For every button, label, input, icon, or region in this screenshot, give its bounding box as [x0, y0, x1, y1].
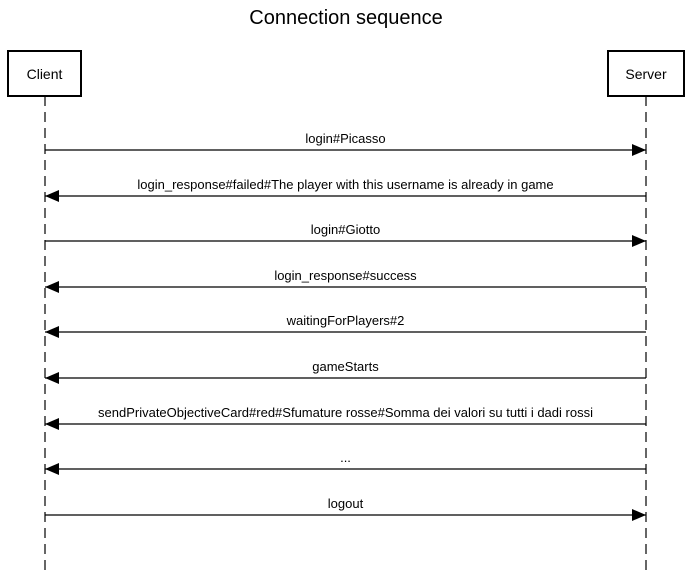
- diagram-title: Connection sequence: [249, 7, 442, 29]
- message-label: logout: [328, 496, 364, 511]
- messages-group: login#Picasso login_response#failed#The p…: [45, 131, 646, 521]
- message-label: gameStarts: [312, 359, 379, 374]
- message-6: gameStarts: [45, 359, 646, 384]
- message-3: login#Giotto: [45, 222, 646, 247]
- server-label: Server: [625, 66, 667, 82]
- message-2: login_response#failed#The player with th…: [45, 177, 646, 202]
- message-label: waitingForPlayers#2: [286, 313, 405, 328]
- participant-client: Client: [7, 50, 82, 572]
- message-8: ...: [45, 450, 646, 475]
- message-label: login_response#success: [274, 268, 417, 283]
- message-9: logout: [45, 496, 646, 521]
- message-label: sendPrivateObjectiveCard#red#Sfumature r…: [98, 405, 593, 420]
- message-5: waitingForPlayers#2: [45, 313, 646, 338]
- participant-server: Server: [607, 50, 685, 572]
- message-1: login#Picasso: [45, 131, 646, 156]
- message-label: login#Giotto: [311, 222, 380, 237]
- message-4: login_response#success: [45, 268, 646, 293]
- message-label: login_response#failed#The player with th…: [137, 177, 553, 192]
- client-label: Client: [27, 66, 63, 82]
- client-box: [7, 50, 82, 97]
- message-label: login#Picasso: [305, 131, 385, 146]
- server-box: [607, 50, 685, 97]
- message-7: sendPrivateObjectiveCard#red#Sfumature r…: [45, 405, 646, 430]
- message-label: ...: [340, 450, 351, 465]
